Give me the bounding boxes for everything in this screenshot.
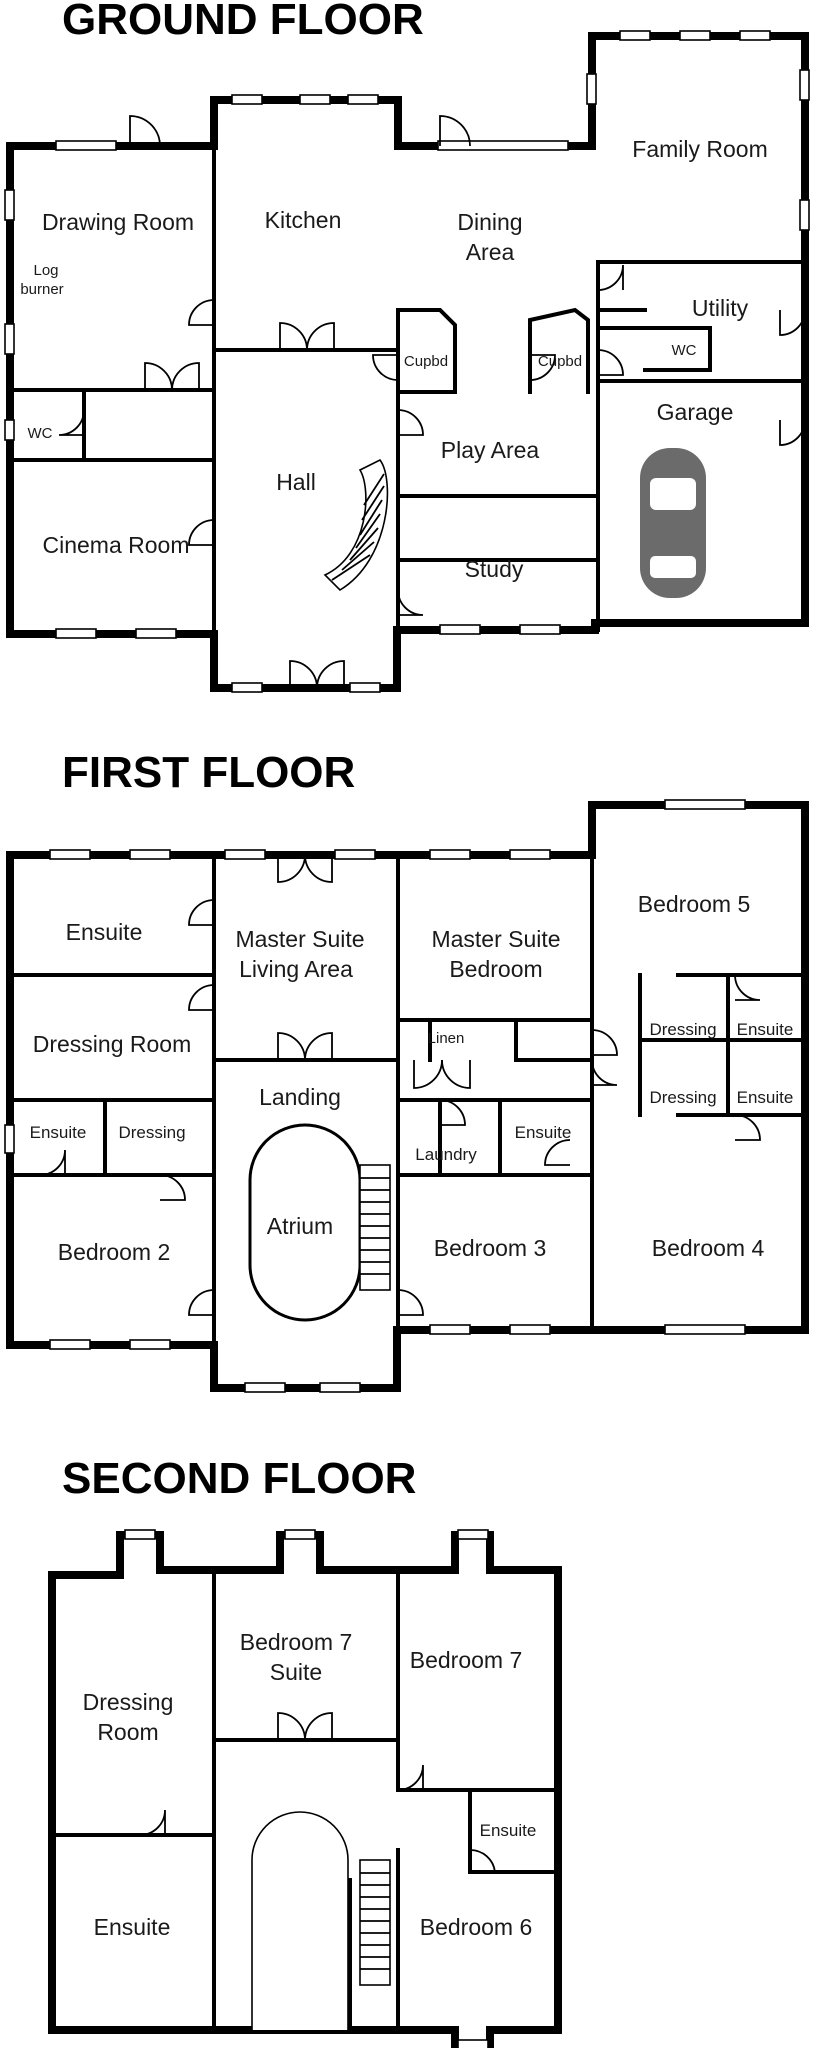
master-living-label-2: Living Area bbox=[239, 956, 353, 982]
dressing-b4-label: Dressing bbox=[649, 1088, 716, 1107]
second-doors bbox=[139, 1712, 497, 1873]
bedroom2-label: Bedroom 2 bbox=[58, 1239, 171, 1265]
second-windows bbox=[124, 1529, 489, 2048]
log-burner-label: Log bbox=[33, 262, 58, 279]
utility-wc-label: WC bbox=[672, 342, 697, 359]
dressing-room-2-label-2: Room bbox=[97, 1719, 158, 1745]
cupbd-right-label: Cupbd bbox=[538, 353, 582, 370]
play-area-label: Play Area bbox=[441, 437, 540, 463]
master-bedroom-label-2: Bedroom bbox=[449, 956, 542, 982]
dressing-b2-label: Dressing bbox=[118, 1123, 185, 1142]
linen-label: Linen bbox=[428, 1030, 465, 1047]
ensuite-b6-label: Ensuite bbox=[480, 1821, 537, 1840]
landing-label: Landing bbox=[259, 1084, 341, 1110]
hall-label: Hall bbox=[276, 469, 316, 495]
master-bedroom-label: Master Suite bbox=[431, 926, 560, 952]
dressing-room-label: Dressing Room bbox=[33, 1031, 192, 1057]
dining-area-label-2: Area bbox=[466, 239, 515, 265]
second-staircase-icon bbox=[251, 1811, 391, 2030]
bedroom6-label: Bedroom 6 bbox=[420, 1914, 533, 1940]
utility-label: Utility bbox=[692, 295, 749, 321]
ground-doors bbox=[58, 115, 806, 689]
ensuite-2f-label: Ensuite bbox=[94, 1914, 171, 1940]
bedroom3-label: Bedroom 3 bbox=[434, 1235, 547, 1261]
dressing-room-2-label: Dressing bbox=[83, 1689, 174, 1715]
ensuite-tl-label: Ensuite bbox=[66, 919, 143, 945]
bedroom5-label: Bedroom 5 bbox=[638, 891, 751, 917]
first-staircase-icon bbox=[359, 1164, 391, 1291]
bedroom7-suite-label-2: Suite bbox=[270, 1659, 322, 1685]
family-room-label: Family Room bbox=[632, 136, 767, 162]
wc-left-label: WC bbox=[28, 425, 53, 442]
garage-label: Garage bbox=[657, 399, 734, 425]
master-living-label: Master Suite bbox=[235, 926, 364, 952]
dressing-b5-label: Dressing bbox=[649, 1020, 716, 1039]
bedroom7-label: Bedroom 7 bbox=[410, 1647, 523, 1673]
cupbd-left-label: Cupbd bbox=[404, 353, 448, 370]
first-floor-title: FIRST FLOOR bbox=[62, 748, 355, 797]
kitchen-label: Kitchen bbox=[265, 207, 342, 233]
log-burner-label-2: burner bbox=[20, 281, 63, 298]
bedroom4-label: Bedroom 4 bbox=[652, 1235, 765, 1261]
bedroom7-suite-label: Bedroom 7 bbox=[240, 1629, 353, 1655]
dining-area-label: Dining bbox=[457, 209, 522, 235]
cinema-room-label: Cinema Room bbox=[43, 532, 190, 558]
second-floor: SECOND FLOOR Bedroom 7 Suite Bedroom 7 D bbox=[48, 1454, 562, 2048]
first-windows bbox=[4, 799, 746, 1393]
ensuite-b3-label: Ensuite bbox=[515, 1123, 572, 1142]
study-label: Study bbox=[465, 556, 524, 582]
ensuite-b5-label: Ensuite bbox=[737, 1020, 794, 1039]
ground-floor-title: GROUND FLOOR bbox=[62, 0, 424, 44]
ground-windows bbox=[4, 30, 810, 693]
first-doors bbox=[39, 854, 761, 1316]
second-floor-title: SECOND FLOOR bbox=[62, 1454, 416, 1503]
ground-floor: GROUND FLOOR bbox=[4, 0, 810, 693]
ground-staircase-icon bbox=[323, 458, 389, 592]
ensuite-b4-label: Ensuite bbox=[737, 1088, 794, 1107]
atrium-label: Atrium bbox=[267, 1213, 333, 1239]
car-icon bbox=[640, 448, 706, 598]
first-floor: FIRST FLOOR bbox=[4, 748, 809, 1393]
drawing-room-label: Drawing Room bbox=[42, 209, 194, 235]
laundry-label: Laundry bbox=[415, 1145, 477, 1164]
ensuite-b2-label: Ensuite bbox=[30, 1123, 87, 1142]
